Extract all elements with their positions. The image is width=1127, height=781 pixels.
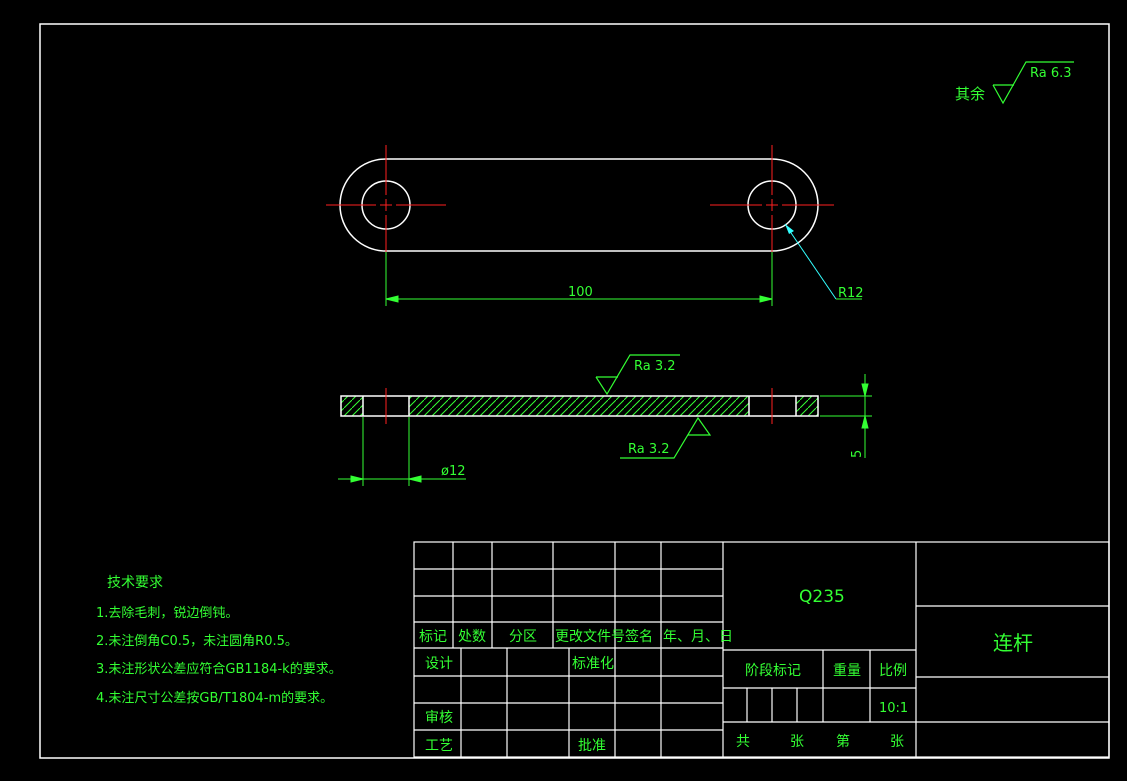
tb-total: 共	[736, 734, 750, 750]
hole-dia-text: ø12	[441, 464, 466, 479]
tech-item-3: 3.未注形状公差应符合GB1184-k的要求。	[96, 661, 342, 677]
tb-scale-value: 10:1	[879, 701, 908, 716]
rest-label: 其余	[955, 85, 985, 103]
dimension-100	[385, 252, 773, 306]
centerlines	[326, 145, 834, 265]
radius-text: R12	[838, 286, 864, 301]
tb-standardization: 标准化	[572, 656, 614, 672]
tb-stage-mark: 阶段标记	[745, 663, 801, 679]
top-view: 100 R12	[326, 145, 864, 306]
drawing-frame	[39, 23, 1110, 759]
tb-sheets: 张	[790, 734, 804, 750]
title-block	[413, 541, 1110, 758]
tb-header-date: 年、月、日	[663, 629, 733, 645]
tb-header-zone: 分区	[509, 629, 537, 645]
tb-weight: 重量	[833, 663, 861, 679]
tb-header-docno: 更改文件号	[555, 629, 625, 645]
tb-header-sign: 签名	[625, 628, 653, 645]
tb-process: 工艺	[425, 738, 453, 754]
tb-sheet-unit: 张	[890, 734, 904, 750]
tb-review: 审核	[425, 710, 453, 726]
tb-sheet-no: 第	[836, 733, 850, 750]
rest-roughness: Ra 6.3	[1030, 66, 1072, 81]
top-roughness: Ra 3.2	[634, 359, 676, 374]
bottom-roughness: Ra 3.2	[628, 442, 670, 457]
dim-100-text: 100	[568, 285, 593, 300]
tb-part-name: 连杆	[993, 631, 1033, 655]
radius-leader	[784, 223, 862, 300]
tech-item-2: 2.未注倒角C0.5，未注圆角R0.5。	[96, 634, 298, 649]
tb-material: Q235	[799, 587, 845, 607]
tech-item-1: 1.去除毛刺，锐边倒钝。	[96, 606, 238, 621]
tb-design: 设计	[425, 656, 453, 672]
thickness-text: 5	[850, 450, 865, 458]
tb-header-count: 处数	[458, 629, 486, 645]
tech-title: 技术要求	[107, 575, 163, 591]
surface-finish-rest: 其余 Ra 6.3	[955, 61, 1074, 105]
section-view: Ra 3.2 Ra 3.2 ø12 5	[338, 354, 872, 486]
section-outline	[340, 395, 819, 417]
tb-approve: 批准	[578, 738, 606, 754]
tb-header-mark: 标记	[419, 629, 447, 645]
tech-item-4: 4.未注尺寸公差按GB/T1804-m的要求。	[96, 690, 333, 706]
tb-scale-label: 比例	[879, 663, 907, 679]
tech-requirements: 技术要求 1.去除毛刺，锐边倒钝。 2.未注倒角C0.5，未注圆角R0.5。 3…	[96, 575, 342, 706]
